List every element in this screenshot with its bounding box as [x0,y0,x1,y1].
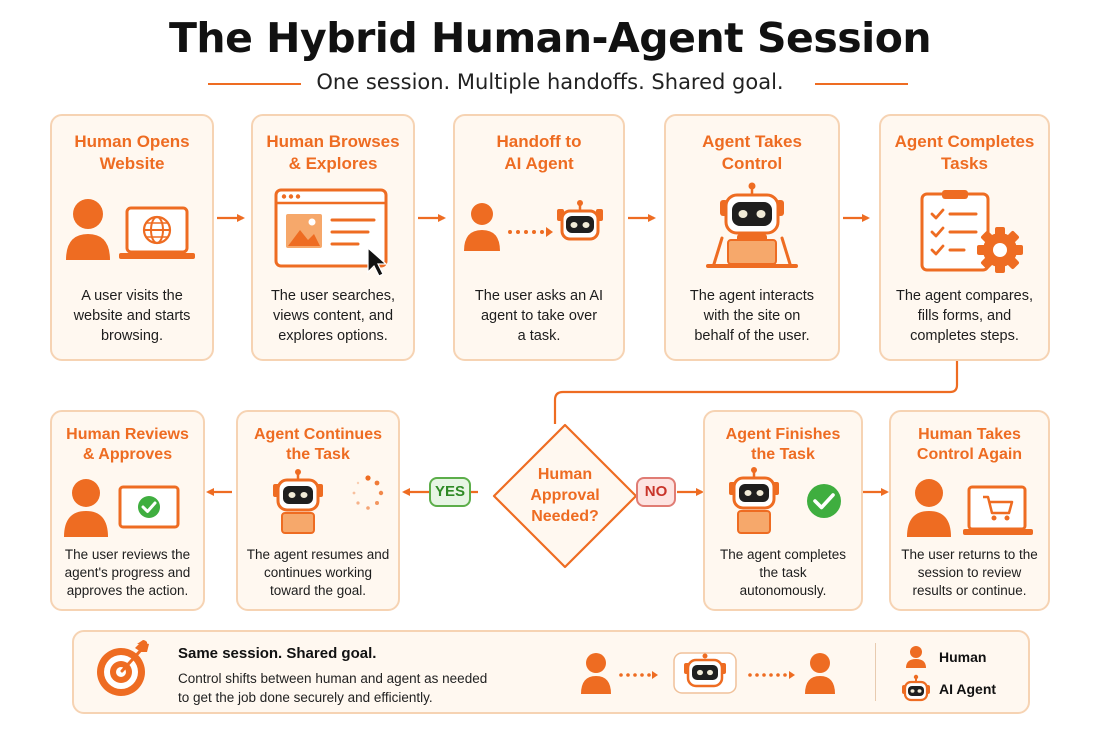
step-title: Handoff to AI Agent [496,132,582,173]
footer-panel [72,630,1030,714]
footer-headline: Same session. Shared goal. [178,645,377,662]
step-title: Human Takes Control Again [916,426,1023,463]
page-title: The Hybrid Human-Agent Session [168,14,932,62]
human-cart-laptop-icon [907,479,1033,537]
legend-label-ai-agent: AI Agent [939,681,997,697]
browser-cursor-icon [274,188,388,277]
step-description: A user visits the website and starts bro… [73,288,191,344]
footer-divider [875,643,876,701]
step-card-agent-continues: Agent Continues the Task The agent resum… [236,410,400,611]
step-description: The user asks an AI agent to take over a… [474,288,604,344]
human-approval-icon [64,479,180,537]
title-rule-left [208,83,301,85]
target-icon [97,640,149,696]
step-title: Human Browses & Explores [266,132,400,173]
footer-body: Control shifts between human and agent a… [178,671,488,705]
decision-label: Human Approval Needed? [530,466,600,525]
step-card-human-reviews: Human Reviews & Approves The user review… [50,410,205,611]
checklist-gear-icon [920,190,1023,273]
step-description: The user reviews the agent's progress an… [64,547,191,598]
robot-laptop-icon [706,182,798,268]
step-title: Agent Takes Control [702,132,802,173]
legend-label-human: Human [939,649,987,665]
step-title: Agent Continues the Task [254,426,382,463]
robot-loading-icon [273,469,384,534]
step-title: Agent Finishes the Task [725,426,841,463]
title-rule-right [815,83,908,85]
robot-check-icon [729,467,841,534]
step-description: The agent compares, fills forms, and com… [895,288,1034,344]
decision-yes-badge: YES [429,477,471,507]
step-description: The user returns to the session to revie… [901,547,1038,598]
step-title: Human Opens Website [74,132,190,173]
step-description: The agent completes the task autonomousl… [719,547,847,598]
robot-icon [902,674,930,702]
decision-no-badge: NO [636,477,676,507]
step-description: The agent interacts with the site on beh… [689,288,815,344]
human-to-robot-icon [464,200,603,251]
step-description: The agent resumes and continues working … [246,547,390,598]
human-laptop-globe-icon [66,199,195,260]
human-icon [906,646,926,668]
step-title: Human Reviews & Approves [66,426,189,463]
step-card-agent-takes-control: Agent Takes Control The agent interacts … [664,114,840,361]
step-description: The user searches, views content, and ex… [270,288,396,344]
line-to-decision [553,361,959,424]
decision-diamond [492,423,638,569]
page-subtitle: One session. Multiple handoffs. Shared g… [316,70,784,94]
handoff-cycle-icon [581,652,835,694]
step-title: Agent Completes Tasks [894,132,1035,173]
step-card-agent-finishes: Agent Finishes the Task The agent comple… [703,410,863,611]
